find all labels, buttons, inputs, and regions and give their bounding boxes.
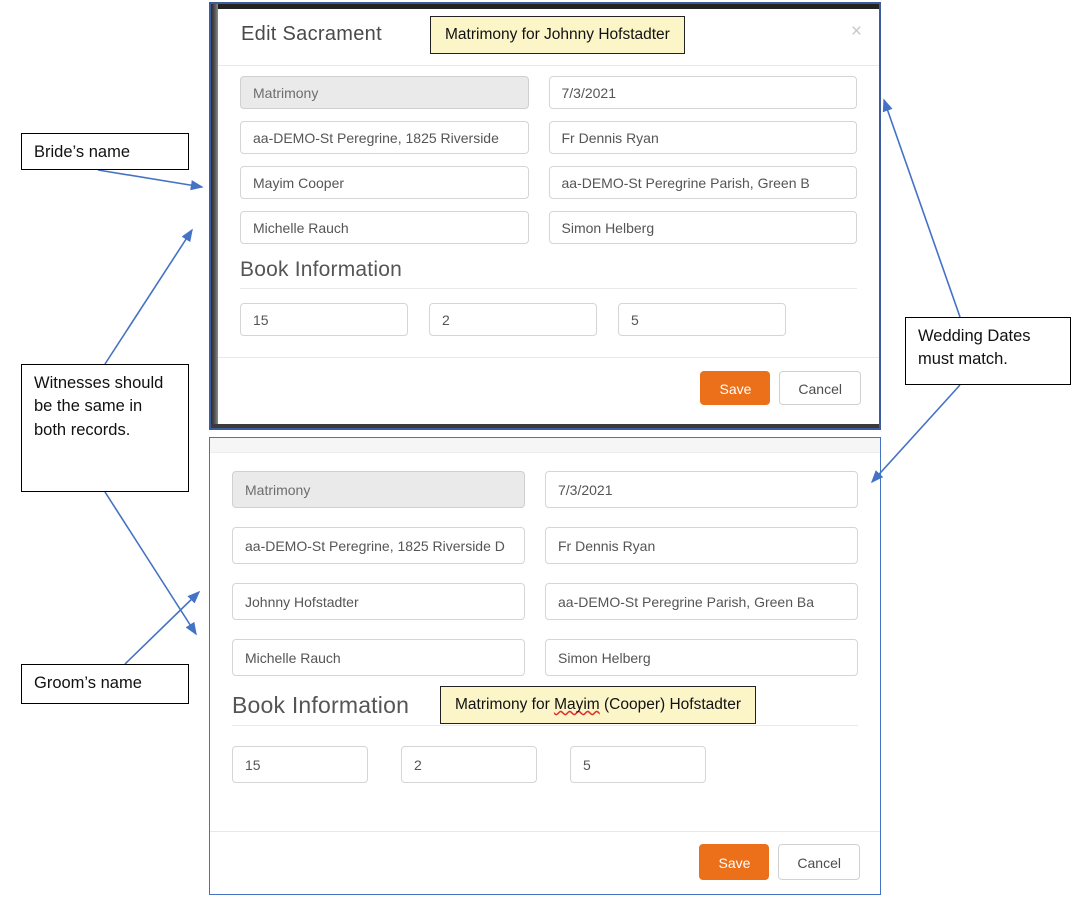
note-prefix: Matrimony for (455, 696, 555, 713)
note-matrimony-johnny: Matrimony for Johnny Hofstadter (430, 16, 685, 55)
form-row-1-bottom: Matrimony 7/3/2021 (232, 471, 858, 508)
cancel-button-top[interactable]: Cancel (779, 371, 861, 405)
dialog-bottom-header-strip (210, 438, 880, 453)
save-button-bottom[interactable]: Save (699, 844, 770, 880)
close-icon[interactable]: × (850, 21, 862, 42)
minister-field-top[interactable]: Fr Dennis Ryan (548, 121, 857, 154)
form-row-3-bottom: Johnny Hofstadter aa-DEMO-St Peregrine P… (232, 583, 858, 620)
groom-name-field-bottom[interactable]: Johnny Hofstadter (232, 583, 525, 620)
witness-two-field-top[interactable]: Simon Helberg (548, 211, 857, 244)
edit-sacrament-dialog-bottom: Matrimony 7/3/2021 aa-DEMO-St Peregrine,… (209, 437, 881, 895)
wedding-date-field-top[interactable]: 7/3/2021 (548, 76, 857, 109)
callout-wedding-dates: Wedding Dates must match. (905, 317, 1071, 385)
page-number-field-bottom[interactable]: 2 (401, 746, 537, 783)
callout-grooms-name: Groom’s name (21, 664, 189, 704)
dialog-top-screenshot-edge-left (211, 4, 218, 428)
note-matrimony-mayim: Matrimony for Mayim (Cooper) Hofstadter (440, 686, 756, 725)
form-row-2-bottom: aa-DEMO-St Peregrine, 1825 Riverside D F… (232, 527, 858, 564)
form-row-4-bottom: Michelle Rauch Simon Helberg (232, 639, 858, 676)
wedding-date-field-bottom[interactable]: 7/3/2021 (545, 471, 858, 508)
page-number-field-top[interactable]: 2 (429, 303, 597, 336)
location-field-top[interactable]: aa-DEMO-St Peregrine, 1825 Riverside (240, 121, 529, 154)
dialog-top-header: Edit Sacrament × (218, 9, 879, 66)
book-information-title-bottom: Book Information (232, 692, 410, 718)
form-row-1: Matrimony 7/3/2021 (240, 76, 857, 109)
book-number-field-top[interactable]: 15 (240, 303, 408, 336)
form-row-2: aa-DEMO-St Peregrine, 1825 Riverside Fr … (240, 121, 857, 154)
callout-witnesses: Witnesses should be the same in both rec… (21, 364, 189, 492)
entry-number-field-top[interactable]: 5 (618, 303, 786, 336)
book-information-divider-bottom (232, 725, 858, 726)
callout-brides-name: Bride’s name (21, 133, 189, 170)
parish-field-top[interactable]: aa-DEMO-St Peregrine Parish, Green B (548, 166, 857, 199)
parish-field-bottom[interactable]: aa-DEMO-St Peregrine Parish, Green Ba (545, 583, 858, 620)
witness-two-field-bottom[interactable]: Simon Helberg (545, 639, 858, 676)
dialog-top-screenshot-edge-top (211, 4, 879, 9)
entry-number-field-bottom[interactable]: 5 (570, 746, 706, 783)
book-information-divider-top (240, 288, 857, 289)
edit-sacrament-dialog-top: Edit Sacrament × Matrimony 7/3/2021 aa-D… (209, 2, 881, 430)
witness-one-field-top[interactable]: Michelle Rauch (240, 211, 529, 244)
location-field-bottom[interactable]: aa-DEMO-St Peregrine, 1825 Riverside D (232, 527, 525, 564)
book-information-title-top: Book Information (240, 258, 402, 281)
book-number-field-bottom[interactable]: 15 (232, 746, 368, 783)
sacrament-type-field-bottom[interactable]: Matrimony (232, 471, 525, 508)
note-suffix: (Cooper) Hofstadter (599, 696, 741, 713)
form-row-3: Mayim Cooper aa-DEMO-St Peregrine Parish… (240, 166, 857, 199)
dialog-top-form: Matrimony 7/3/2021 aa-DEMO-St Peregrine,… (218, 66, 879, 336)
book-fields-row-bottom: 15 2 5 (232, 746, 858, 783)
witness-one-field-bottom[interactable]: Michelle Rauch (232, 639, 525, 676)
form-row-4: Michelle Rauch Simon Helberg (240, 211, 857, 244)
dialog-top-footer: Save Cancel (218, 357, 879, 424)
dialog-top-screenshot-edge-bottom (211, 424, 879, 428)
book-fields-row-top: 15 2 5 (240, 303, 857, 336)
page-title: Edit Sacrament (241, 23, 382, 45)
bride-name-field-top[interactable]: Mayim Cooper (240, 166, 529, 199)
dialog-bottom-form: Matrimony 7/3/2021 aa-DEMO-St Peregrine,… (210, 453, 880, 783)
save-button-top[interactable]: Save (700, 371, 771, 405)
dialog-top-body: Edit Sacrament × Matrimony 7/3/2021 aa-D… (218, 9, 879, 424)
minister-field-bottom[interactable]: Fr Dennis Ryan (545, 527, 858, 564)
note-misspelled-word: Mayim (554, 696, 600, 713)
dialog-bottom-footer: Save Cancel (210, 831, 880, 894)
cancel-button-bottom[interactable]: Cancel (778, 844, 860, 880)
sacrament-type-field-top[interactable]: Matrimony (240, 76, 529, 109)
